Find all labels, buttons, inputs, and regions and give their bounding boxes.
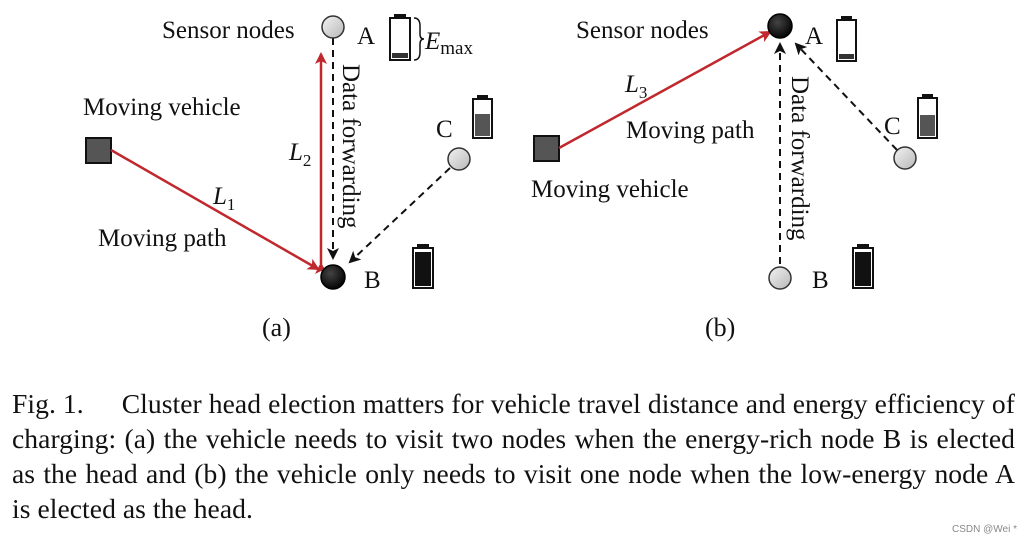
panel-a-node-a bbox=[321, 15, 345, 39]
panel-a-sensor-nodes-label: Sensor nodes bbox=[162, 17, 295, 44]
figure-caption: Fig. 1.Cluster head election matters for… bbox=[12, 386, 1015, 526]
caption-fig-label: Fig. 1. bbox=[12, 388, 84, 419]
panel-b-node-b bbox=[768, 266, 792, 290]
panel-a-node-b-label: B bbox=[364, 267, 381, 294]
panel-b-battery-c-icon bbox=[917, 94, 938, 139]
panel-b-forward-c-to-a bbox=[794, 42, 898, 151]
panel-a-battery-c-icon bbox=[472, 95, 493, 139]
figure: Sensor nodes Moving vehicle Moving path … bbox=[83, 13, 938, 342]
panel-a-vehicle-icon bbox=[85, 137, 112, 164]
panel-b-moving-vehicle-label: Moving vehicle bbox=[531, 176, 689, 203]
panel-a-node-c-label: C bbox=[436, 116, 453, 143]
panel-a-moving-vehicle-label: Moving vehicle bbox=[83, 94, 241, 121]
panel-b-moving-path-label: Moving path bbox=[626, 117, 755, 144]
panel-a-l1-label: L1 bbox=[212, 183, 235, 214]
panel-b-path-l3 bbox=[558, 30, 772, 150]
panel-b-sensor-nodes-label: Sensor nodes bbox=[576, 17, 709, 44]
panel-a-node-a-label: A bbox=[357, 23, 375, 50]
panel-b-battery-b-icon bbox=[852, 244, 874, 289]
panel-a-moving-path-label: Moving path bbox=[98, 225, 227, 252]
panel-a-node-c bbox=[447, 147, 471, 171]
panel-b-sub-label: (b) bbox=[705, 313, 735, 342]
watermark: CSDN @Wei * bbox=[952, 524, 1017, 535]
caption-text: Cluster head election matters for vehicl… bbox=[12, 388, 1015, 524]
panel-b-l3-label: L3 bbox=[624, 71, 647, 102]
panel-a-forward-c-to-b bbox=[348, 167, 451, 264]
panel-a-emax-label: Emax bbox=[424, 28, 473, 59]
figure-canvas: Sensor nodes Moving vehicle Moving path … bbox=[83, 13, 938, 342]
panel-a-sub-label: (a) bbox=[262, 313, 291, 342]
panel-a-l2-label: L2 bbox=[288, 139, 311, 170]
panel-b-battery-a-icon bbox=[836, 16, 857, 62]
panel-b-vehicle-icon bbox=[533, 135, 560, 162]
panel-b-data-forwarding-label: Data forwarding bbox=[786, 76, 813, 241]
panel-b: Sensor nodes Moving path Moving vehicle … bbox=[531, 13, 938, 342]
panel-b-node-c bbox=[893, 146, 917, 170]
panel-a-battery-a-icon bbox=[389, 14, 411, 61]
panel-a-battery-b-icon bbox=[412, 244, 434, 289]
panel-b-node-c-label: C bbox=[884, 113, 901, 140]
panel-a-data-forwarding-label: Data forwarding bbox=[337, 64, 364, 229]
panel-b-node-a-label: A bbox=[805, 23, 823, 50]
panel-a-node-b-head bbox=[320, 264, 346, 290]
panel-a: Sensor nodes Moving vehicle Moving path … bbox=[83, 14, 493, 342]
panel-b-node-b-label: B bbox=[812, 267, 829, 294]
panel-b-node-a-head bbox=[767, 13, 793, 39]
panel-a-brace-icon bbox=[413, 17, 425, 61]
panel-a-path-l1 bbox=[110, 148, 320, 271]
